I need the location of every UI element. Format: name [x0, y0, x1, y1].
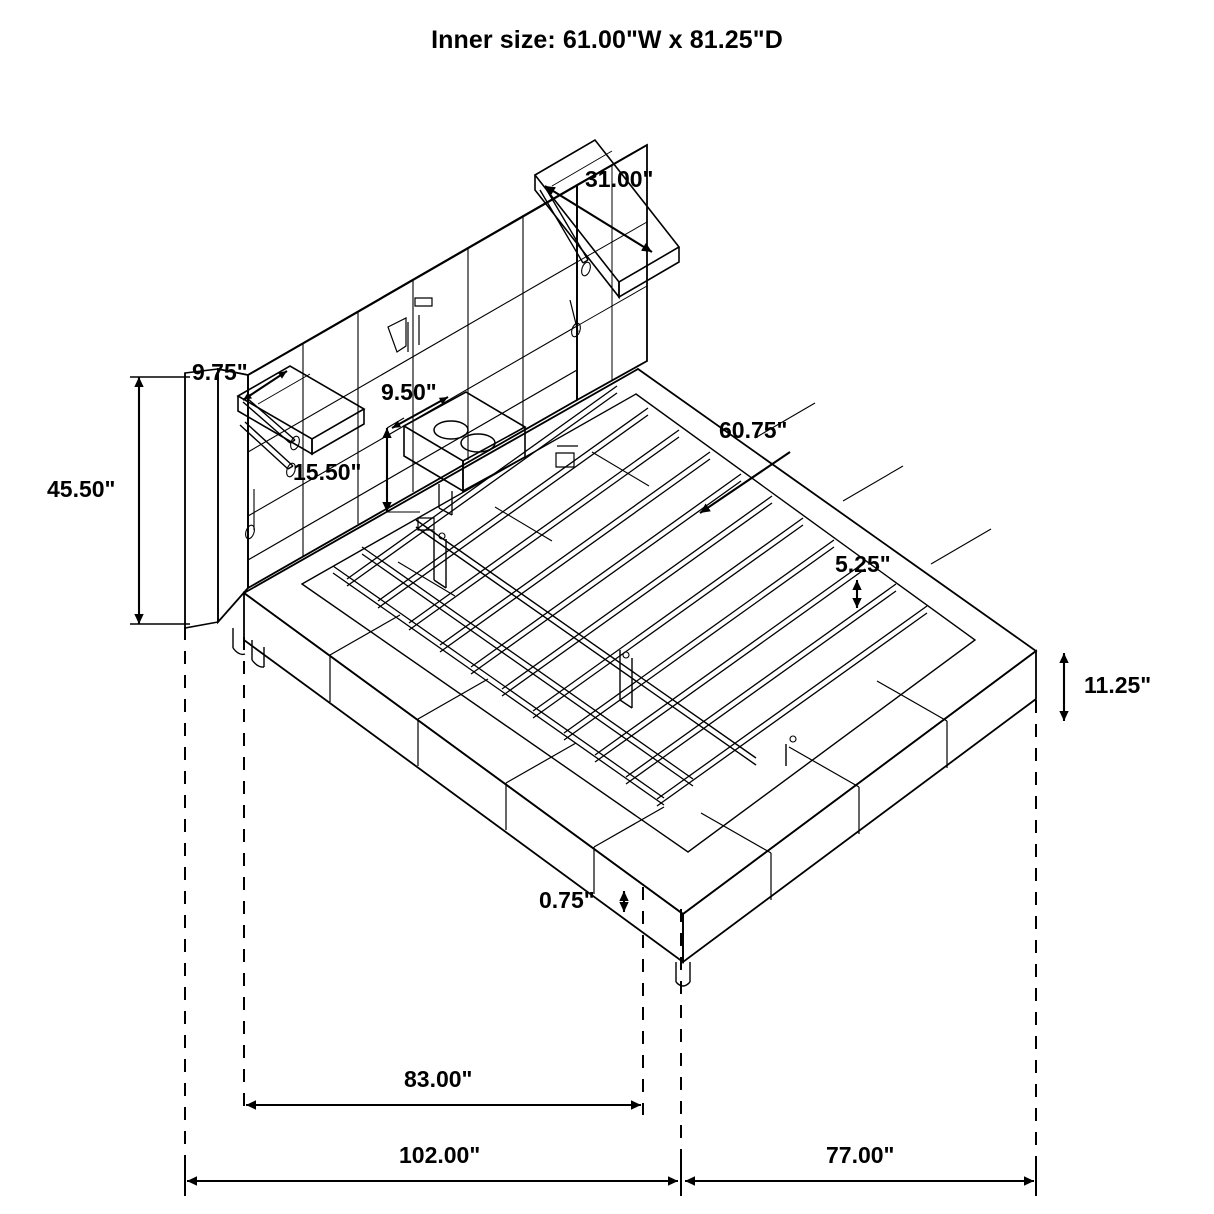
- dimension-31: [544, 185, 653, 253]
- dimension-chain-ticks: [184, 1160, 1037, 1196]
- headboard-left-post: [184, 368, 219, 629]
- dimension-60-75-leader: [699, 451, 791, 514]
- headboard-base-seam: [247, 369, 578, 561]
- dimension-label-15-50: 15.50": [293, 459, 362, 485]
- extension-lines: [184, 627, 1037, 1190]
- cup-holder-tray: [402, 391, 527, 493]
- rail-panel-seams-right: [700, 680, 948, 900]
- dimension-label-5-25: 5.25": [835, 551, 891, 577]
- dimension-label-60-75: 60.75": [719, 417, 788, 443]
- headboard-hardware: [387, 297, 433, 353]
- dimension-label-9-50: 9.50": [381, 379, 437, 405]
- dimension-9-75: [242, 370, 288, 401]
- dimension-9-50: [391, 396, 449, 429]
- left-shelf-brackets: [239, 398, 300, 540]
- dimension-label-11-25: 11.25": [1084, 672, 1152, 698]
- rail-panel-seams-left: [329, 614, 665, 894]
- slat-system: [332, 385, 928, 807]
- page-title: Inner size: 61.00"W x 81.25"D: [431, 26, 783, 54]
- dimension-label-102: 102.00": [399, 1142, 481, 1168]
- cup-holder-openings: [433, 420, 496, 453]
- dimension-label-77: 77.00": [826, 1142, 895, 1168]
- dimension-45-50-ext: [130, 376, 190, 625]
- dimension-label-31: 31.00": [585, 166, 654, 192]
- dimension-label-83: 83.00": [404, 1066, 473, 1092]
- dimension-label-45-50: 45.50": [47, 476, 116, 502]
- dimension-label-9-75: 9.75": [192, 359, 248, 385]
- bed-base-outline: [242, 367, 1038, 964]
- dimension-label-0-75: 0.75": [539, 887, 595, 913]
- dimension-15-50-ext: [386, 417, 420, 513]
- center-support-rail: [415, 519, 797, 766]
- tray-support-post: [438, 484, 453, 516]
- bed-legs: [232, 628, 691, 987]
- slat-deck-recess: [300, 393, 977, 853]
- slat-end-brackets: [417, 445, 578, 531]
